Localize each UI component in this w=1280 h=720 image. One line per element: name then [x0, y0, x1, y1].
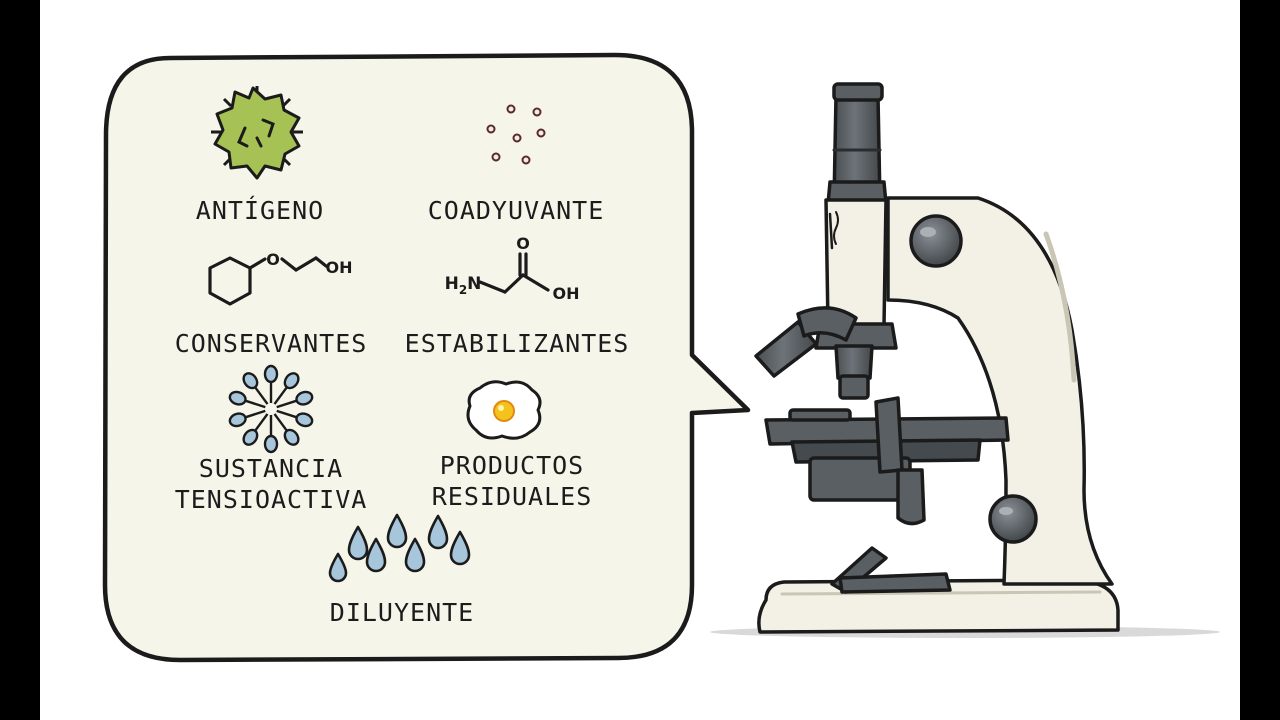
objective-lens-left — [754, 320, 818, 378]
label-diluent: DILUYENTE — [329, 598, 475, 627]
micelle-head — [263, 434, 279, 454]
objective-lens-center — [834, 344, 874, 380]
phenoxyethanol-structure-icon — [208, 256, 328, 306]
carboxyl-hydroxyl-label: OH — [553, 284, 580, 303]
vaccine-components-diagram: O OH H2N O OH — [102, 52, 1220, 663]
amine-label: H2N — [445, 274, 482, 297]
micelle-head — [295, 412, 314, 428]
label-residuals-line1: PRODUCTOS — [439, 451, 585, 480]
micelle-tail — [244, 399, 266, 409]
micelle-head — [242, 428, 259, 446]
micelle-tail — [244, 409, 266, 419]
label-residuals: PRODUCTOS RESIDUALES — [432, 450, 593, 512]
microscope-illustration — [710, 82, 1220, 638]
micelle-head — [228, 390, 247, 406]
hydroxyl-label: OH — [326, 258, 353, 277]
micelle-head — [283, 428, 300, 446]
label-stabilizers: ESTABILIZANTES — [404, 329, 630, 358]
micelle-tail — [276, 409, 298, 419]
label-residuals-line2: RESIDUALES — [431, 482, 593, 511]
fried-egg-icon — [466, 380, 542, 440]
label-surfactant-line2: TENSIOACTIVA — [174, 485, 368, 514]
micelle-head — [283, 372, 300, 390]
micelle-tail — [273, 413, 288, 432]
micelle-head — [263, 364, 279, 384]
micelle-tail — [254, 413, 269, 432]
fine-focus-knob — [988, 494, 1038, 544]
micelle-tail — [254, 386, 269, 405]
oxygen-atom-label: O — [266, 250, 280, 269]
virus-icon — [211, 86, 303, 180]
label-antigen: ANTÍGENO — [195, 196, 325, 225]
glycine-structure-icon — [478, 252, 550, 294]
micelle-head — [228, 412, 247, 428]
micelle-tail — [273, 386, 288, 405]
micelle-head — [295, 390, 314, 406]
label-preservatives: CONSERVANTES — [174, 329, 368, 358]
particles-icon — [486, 104, 546, 165]
water-drops-icon — [328, 513, 471, 583]
coarse-focus-knob — [909, 214, 963, 268]
micelle-tail — [276, 399, 298, 409]
micelle-icon — [228, 364, 314, 454]
illustration-canvas: O OH H2N O OH — [40, 0, 1240, 720]
label-surfactant-line1: SUSTANCIA — [198, 454, 344, 483]
speech-bubble — [102, 52, 751, 663]
carbonyl-oxygen-label: O — [516, 234, 530, 253]
micelle-head — [242, 372, 259, 390]
label-surfactant: SUSTANCIA TENSIOACTIVA — [175, 453, 368, 515]
label-adjuvant: COADYUVANTE — [427, 196, 605, 225]
